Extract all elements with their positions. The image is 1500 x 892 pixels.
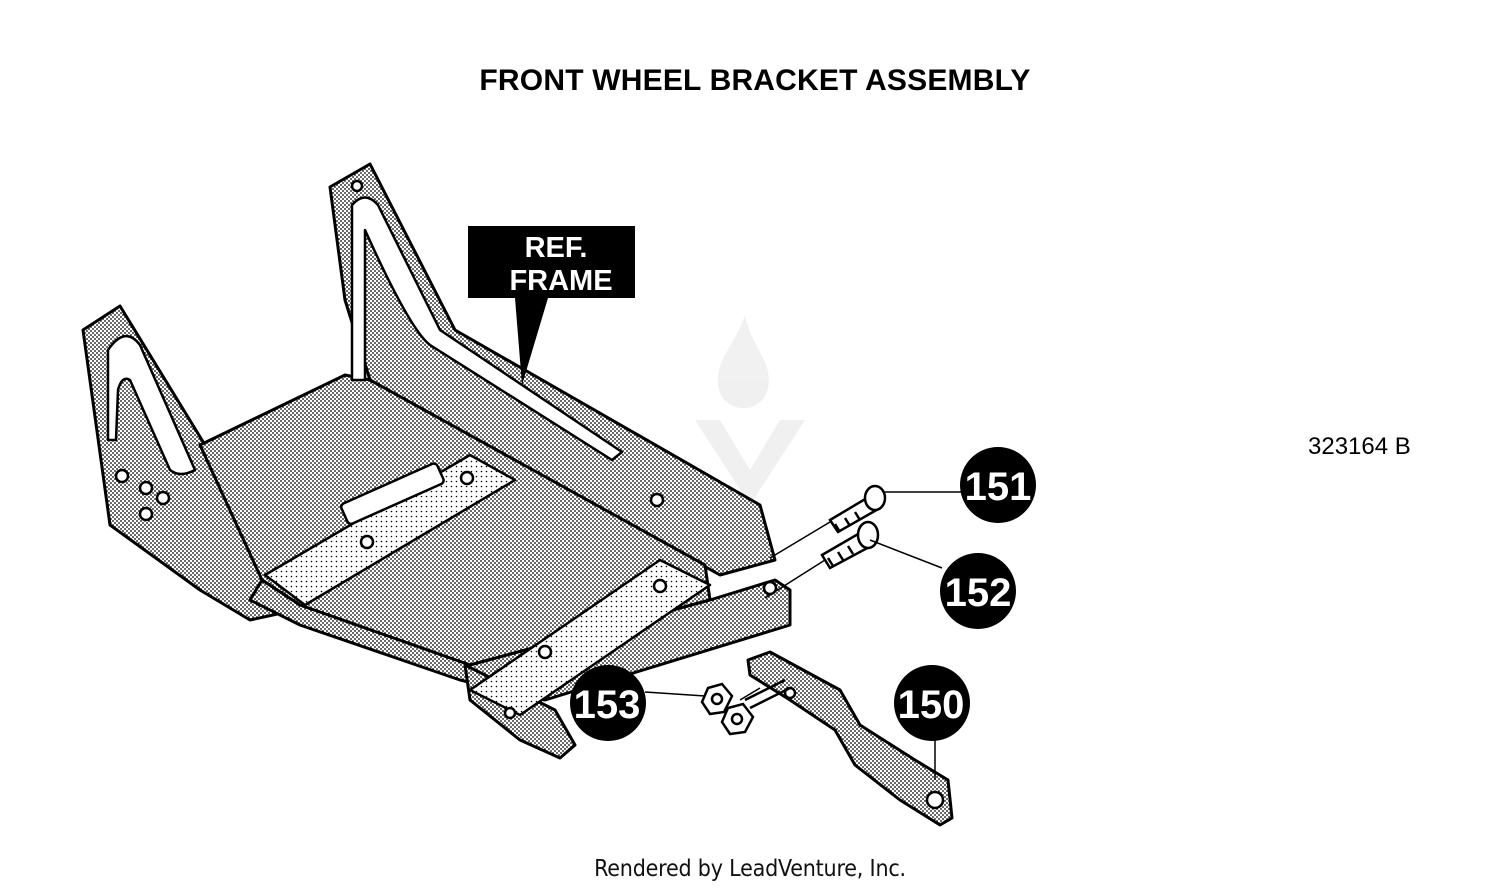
callout-150[interactable]: 150 xyxy=(894,665,970,741)
ref-label-line1: REF. xyxy=(525,232,588,264)
part-152-bolt xyxy=(820,520,880,570)
ref-label-line2: FRAME xyxy=(509,265,612,297)
reference-frame xyxy=(81,162,792,760)
part-153-nuts xyxy=(700,678,791,736)
callout-152-label: 152 xyxy=(945,571,1012,615)
leader-lines xyxy=(644,491,962,780)
callout-153[interactable]: 153 xyxy=(570,665,646,741)
ref-frame-label: REF. FRAME xyxy=(468,226,635,385)
watermark xyxy=(695,315,805,505)
callout-151-label: 151 xyxy=(965,465,1032,509)
callout-152[interactable]: 152 xyxy=(940,553,1016,629)
drawing-number: 323164 B xyxy=(1308,433,1411,460)
rendered-by-footer: Rendered by LeadVenture, Inc. xyxy=(594,856,906,882)
callout-150-label: 150 xyxy=(898,683,965,727)
diagram-title: FRONT WHEEL BRACKET ASSEMBLY xyxy=(479,64,1031,97)
alignment-lines xyxy=(739,521,831,701)
callout-151[interactable]: 151 xyxy=(960,447,1036,523)
callout-153-label: 153 xyxy=(574,683,641,727)
part-151-bolt xyxy=(828,484,887,534)
